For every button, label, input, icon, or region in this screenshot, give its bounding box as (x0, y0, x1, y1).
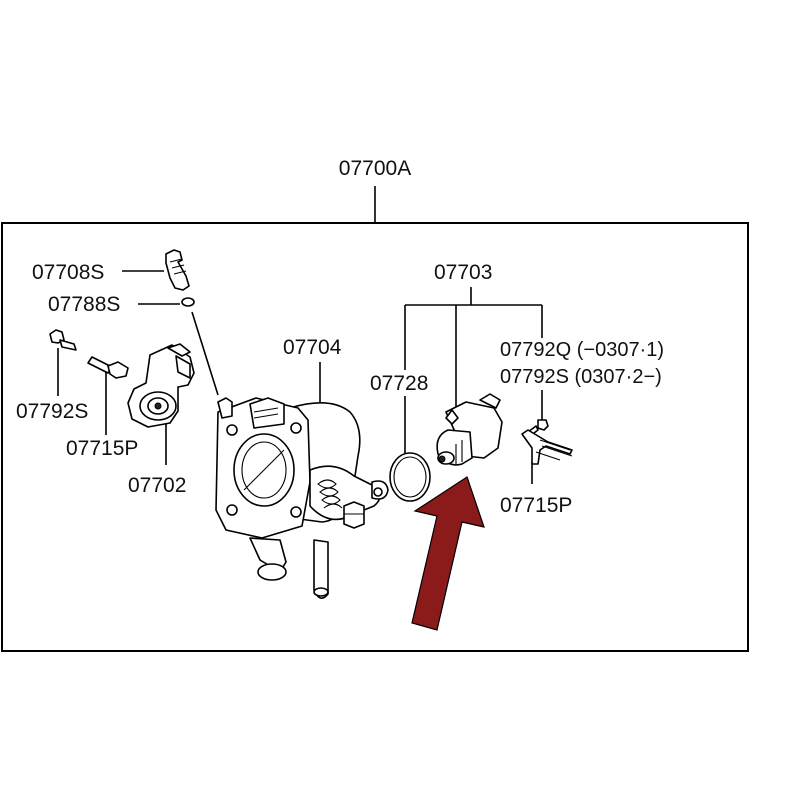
label-07792Q: 07792Q (−0307·1) (500, 339, 664, 361)
part-07708S-screw (165, 249, 190, 291)
label-07715P-right: 07715P (500, 494, 572, 517)
label-07728: 07728 (370, 372, 428, 395)
assembly-frame (1, 222, 749, 652)
label-07704: 07704 (283, 336, 342, 359)
arrow-pointer-icon (411, 476, 485, 631)
part-07702-sensor (127, 343, 195, 428)
label-07715P-left: 07715P (66, 437, 138, 460)
part-07715P-right-bracket (521, 429, 573, 465)
part-07715P-left-pin (87, 356, 129, 379)
label-07792S-left: 07792S (16, 400, 88, 423)
label-07703: 07703 (434, 261, 492, 284)
part-07728-gasket (389, 452, 431, 502)
label-07788S: 07788S (48, 293, 120, 316)
label-07708S: 07708S (32, 261, 104, 284)
label-07792S-right: 07792S (0307·2−) (500, 366, 662, 388)
label-assembly-07700A: 07700A (339, 157, 411, 180)
label-07702: 07702 (128, 474, 186, 497)
part-07788S-o-ring (181, 297, 195, 307)
part-07792S-left-screw (49, 329, 77, 351)
leader-07788S-to-body (191, 311, 219, 396)
part-07703-valve (436, 393, 503, 466)
part-07704-throttle-body (215, 397, 389, 599)
